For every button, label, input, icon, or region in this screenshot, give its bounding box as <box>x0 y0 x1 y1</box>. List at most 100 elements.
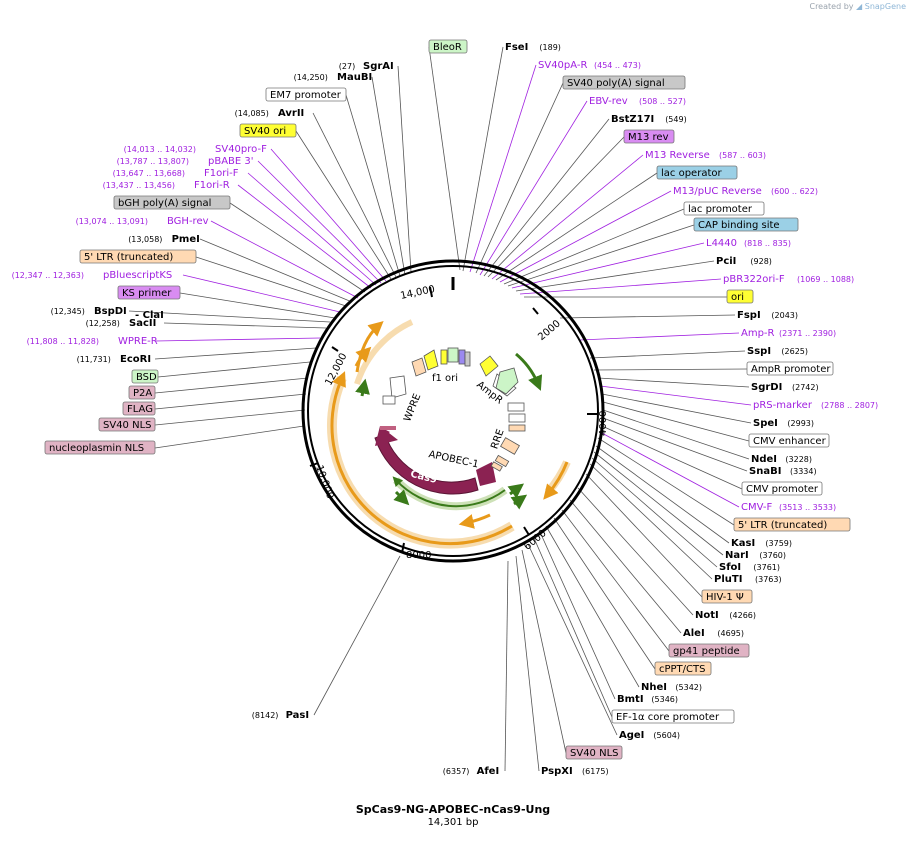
site-avrii: AvrII <box>278 108 304 119</box>
clai-label: - ClaI <box>135 310 164 321</box>
primer-amp-r: Amp-R <box>741 328 775 339</box>
feature-label-nucleoplasmin-nls: nucleoplasmin NLS <box>49 443 144 454</box>
leader-line-labels-right-23 <box>602 401 750 442</box>
leader-line-labels-left-8 <box>237 184 372 289</box>
leader-line-labels-left-17 <box>155 337 321 342</box>
leader-line-labels-left-7 <box>247 172 377 286</box>
leader-line-labels-right-31 <box>591 457 718 568</box>
feature-box-sv40-ori[interactable] <box>239 123 297 138</box>
site-alei: AleI <box>683 628 705 639</box>
leader-line-labels-right-25 <box>602 417 748 472</box>
feature-box-5-ltr-truncated[interactable] <box>733 517 851 532</box>
site-pos-bmti: (5346) <box>651 695 678 704</box>
feature-box-nucleoplasmin-nls[interactable] <box>44 440 156 455</box>
feature-box-lac-promoter[interactable] <box>683 201 765 216</box>
site-pos-nhei: (5342) <box>675 683 702 692</box>
feature-box-p2a[interactable] <box>128 385 156 400</box>
site-pos-nari: (3760) <box>759 551 786 560</box>
feature-box-cmv-promoter[interactable] <box>741 481 823 496</box>
ori-feature <box>479 355 499 377</box>
leader-line-labels-right-21 <box>599 385 752 406</box>
feature-box-cppt-cts[interactable] <box>654 661 712 676</box>
site-pos-bstz17i: (549) <box>665 115 687 124</box>
primer-pos-cmv-f: (3513 .. 3533) <box>779 503 836 512</box>
feature-box-ori[interactable] <box>726 289 754 304</box>
feature-box-sv40-poly-a-signal[interactable] <box>562 75 686 90</box>
leader-line-labels-right-36 <box>561 509 670 652</box>
map-label-wpre: WPRE <box>402 392 423 423</box>
leader-line-labels-right-0 <box>428 46 461 271</box>
feature-label-sv40-nls: SV40 NLS <box>103 420 152 431</box>
feature-label-lac-promoter: lac promoter <box>688 204 753 215</box>
primer-pos-pbr322ori-f: (1069 .. 1088) <box>797 275 854 284</box>
leader-line-labels-left-4 <box>295 130 392 280</box>
feature-box-ampr-promoter[interactable] <box>746 361 834 376</box>
feature-label-5-ltr-truncated: 5' LTR (truncated) <box>738 520 827 531</box>
site-pos-bspdi: (12,345) <box>51 307 85 316</box>
feature-box-m13-rev[interactable] <box>623 129 675 144</box>
sv40nls-green-arrow <box>510 494 528 510</box>
primer-f1ori-r: F1ori-R <box>194 180 230 191</box>
site-snabi: SnaBI <box>749 466 781 477</box>
wpre-arrow <box>355 321 384 373</box>
primer-pos-sv40pa-r: (454 .. 473) <box>594 61 641 70</box>
primer-pos-m13-puc-reverse: (600 .. 622) <box>771 187 818 196</box>
site-pos-agei: (5604) <box>653 731 680 740</box>
ltr-feature <box>411 357 427 377</box>
feature-box-bleor[interactable] <box>428 39 468 54</box>
leader-line-labels-left-10 <box>210 220 359 299</box>
leader-line-labels-right-34 <box>577 487 694 616</box>
site-pos-noti: (4266) <box>729 611 756 620</box>
feature-box-gp41-peptide[interactable] <box>668 643 750 658</box>
leader-line-labels-right-16 <box>559 314 736 319</box>
feature-box-cap-binding-site[interactable] <box>693 217 799 232</box>
leader-line-labels-right-35 <box>569 499 682 634</box>
leader-line-labels-right-2 <box>469 64 537 273</box>
feature-box-sv40-nls[interactable] <box>98 417 156 432</box>
site-pos-fsei: (189) <box>539 43 561 52</box>
leader-line-labels-right-38 <box>545 525 640 688</box>
ef1a-arrow <box>543 461 569 500</box>
credit-prefix: Created by <box>809 2 854 11</box>
site-pasi: PasI <box>286 710 309 721</box>
feature-label-sv40-poly-a-signal: SV40 poly(A) signal <box>567 78 665 89</box>
site-spei: SpeI <box>753 418 778 429</box>
feature-box-hiv-1[interactable] <box>701 589 753 604</box>
feature-box-sv40-nls[interactable] <box>565 745 623 760</box>
site-pluti: PluTI <box>714 574 742 585</box>
site-bspdi: BspDI <box>94 306 127 317</box>
leader-line-labels-right-4 <box>479 100 588 276</box>
feature-box-cmv-enhancer[interactable] <box>748 433 830 448</box>
site-sspi: SspI <box>747 346 771 357</box>
feature-label-sv40-ori: SV40 ori <box>244 126 286 137</box>
site-pspxi: PspXI <box>541 766 573 777</box>
leader-line-labels-right-14 <box>519 278 722 295</box>
leader-line-labels-left-9 <box>229 202 366 293</box>
feature-box-5-ltr-truncated[interactable] <box>79 249 197 264</box>
leader-line-labels-right-41 <box>527 543 618 736</box>
feature-box-em7-promoter[interactable] <box>265 87 347 102</box>
leader-line-labels-left-20 <box>154 377 309 394</box>
plasmid-name: SpCas9-NG-APOBEC-nCas9-Ung <box>356 803 550 816</box>
leader-line-labels-right-27 <box>599 431 740 508</box>
bsd-inner-arrow <box>354 346 372 367</box>
feature-box-lac-operator[interactable] <box>656 165 738 180</box>
leader-line-labels-right-11 <box>507 224 695 287</box>
site-pos-ndei: (3228) <box>785 455 812 464</box>
feature-label-bsd: BSD <box>136 372 157 383</box>
primer-pos-wpre-r: (11,808 .. 11,828) <box>27 337 99 346</box>
feature-box-bgh-poly-a-signal[interactable] <box>113 195 231 210</box>
site-maubi: MauBI <box>337 72 372 83</box>
feature-box-flag[interactable] <box>122 401 156 416</box>
leader-line-labels-right-17 <box>579 332 740 341</box>
site-pos-pspxi: (6175) <box>582 767 609 776</box>
leader-line-labels-right-8 <box>495 172 658 281</box>
feature-box-ks-primer[interactable] <box>117 285 181 300</box>
annotation-labels-left: SgrAI(27)MauBI(14,250)EM7 promoterAvrII(… <box>12 61 500 777</box>
site-pos-ecori: (11,731) <box>77 355 111 364</box>
leader-line-labels-right-20 <box>597 377 750 388</box>
cmv-box-3 <box>508 424 526 432</box>
feature-box-bsd[interactable] <box>131 369 159 384</box>
bgh-feature <box>423 349 439 371</box>
feature-box-ef-1-core-promoter[interactable] <box>611 709 735 724</box>
